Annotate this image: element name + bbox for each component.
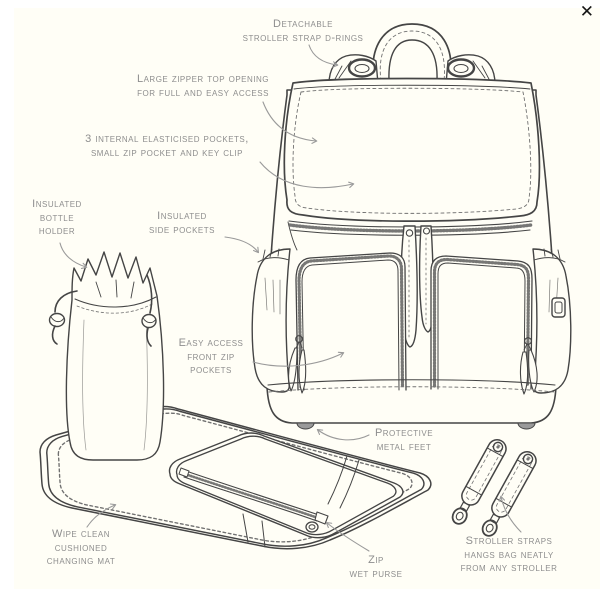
label-stroller-straps: Stroller straps hangs bag neatly from an… <box>460 535 558 574</box>
zip-wet-purse <box>168 432 404 548</box>
label-zip-wet-purse: Zip wet purse <box>349 554 403 580</box>
arrow-side-pockets <box>224 236 260 254</box>
stroller-straps <box>451 438 537 537</box>
label-insulated-side-pockets: Insulated side pockets <box>149 210 215 236</box>
bottom-seam <box>267 379 556 386</box>
label-protective-metal-feet: Protective metal feet <box>374 427 434 453</box>
insulated-side-pockets <box>251 248 572 394</box>
metal-feet <box>296 422 536 430</box>
backpack-flap <box>283 77 541 222</box>
front-zip-pockets <box>288 252 538 395</box>
bottle-holder <box>48 251 165 461</box>
close-icon[interactable]: ✕ <box>579 2 594 22</box>
label-zipper-top-opening: Large zipper top opening for full and ea… <box>136 73 270 99</box>
arrow-metal-feet <box>316 429 370 441</box>
label-detachable-d-rings: Detachable stroller strap d-rings <box>242 18 364 44</box>
stroller-strap-d-rings <box>347 58 476 78</box>
backpack-handle <box>372 23 452 82</box>
arrow-drings <box>308 44 339 68</box>
arrow-stroller-straps <box>498 495 522 533</box>
arrow-changing-mat <box>86 503 117 528</box>
label-front-zip-pockets: Easy access front zip pockets <box>178 337 244 376</box>
drawstring-cords <box>48 274 157 347</box>
purse-zip-ring-pull <box>305 521 319 533</box>
callout-arrows <box>59 44 522 552</box>
arrow-wet-purse <box>325 521 370 552</box>
arrow-zipper-top <box>262 101 318 144</box>
arrow-front-zip <box>252 351 345 367</box>
label-internal-pockets: 3 internal elasticised pockets, small zi… <box>85 133 249 159</box>
purse-zip-slider <box>314 511 329 525</box>
label-changing-mat: Wipe clean cushioned changing mat <box>46 528 116 567</box>
arrow-bottle-holder <box>59 242 88 269</box>
side-buckle <box>551 297 566 318</box>
arrow-internal-pockets <box>259 161 355 189</box>
backpack-illustration <box>251 23 572 430</box>
label-insulated-bottle-holder: Insulated bottle holder <box>32 198 82 237</box>
